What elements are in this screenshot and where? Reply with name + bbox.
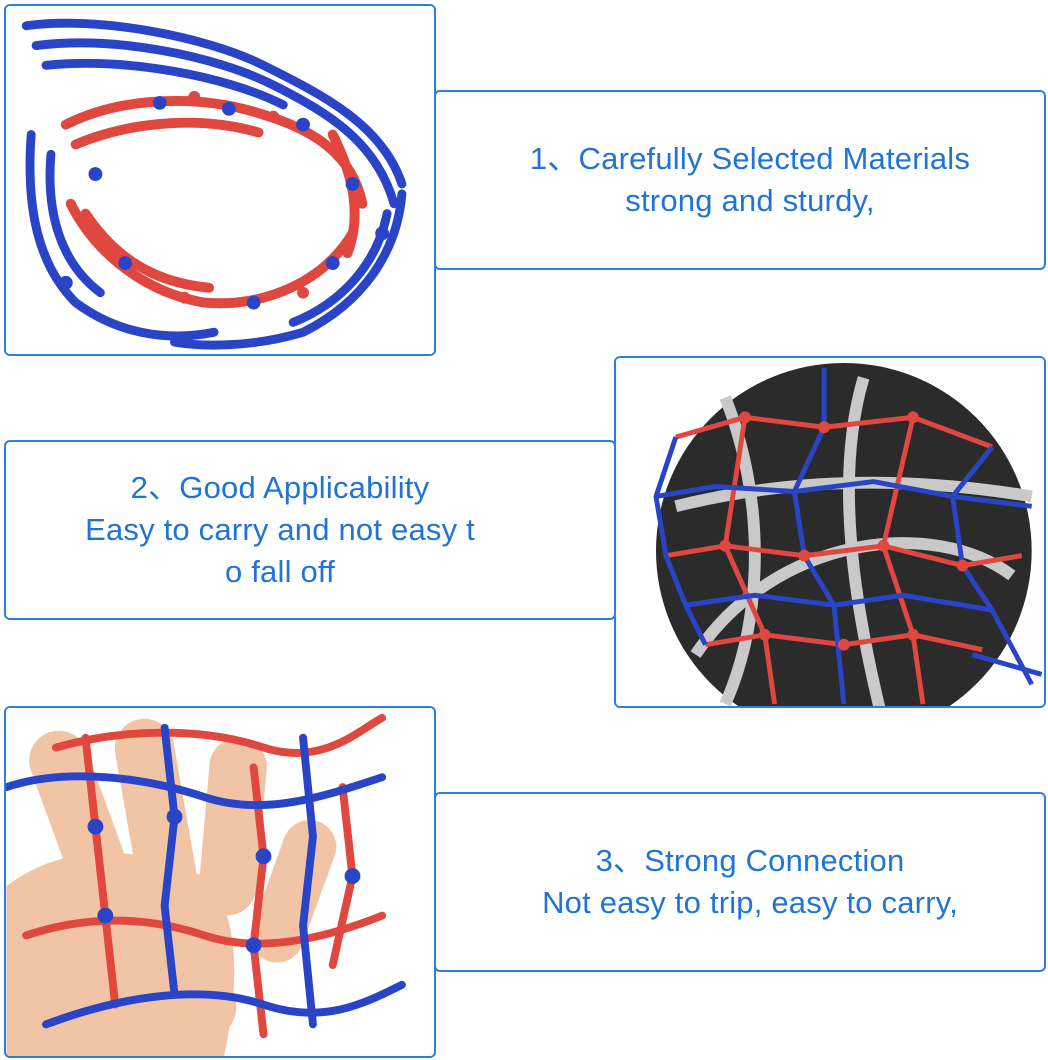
feature-1-title: 1、Carefully Selected Materials (529, 141, 971, 176)
rolled-net-illustration (6, 6, 434, 354)
basketball-in-net-illustration (616, 358, 1044, 706)
feature-2-line-2: o fall off (224, 554, 335, 589)
feature-1-panel: 1、Carefully Selected Materials strong an… (434, 90, 1046, 270)
hand-net-photo (4, 706, 436, 1058)
rolled-net-photo (4, 4, 436, 356)
feature-1-line-1: strong and sturdy, (625, 183, 875, 218)
basketball-net-photo (614, 356, 1046, 708)
feature-2-title: 2、Good Applicability (130, 470, 430, 505)
feature-2-line-1: Easy to carry and not easy t (85, 512, 475, 547)
feature-3-line-1: Not easy to trip, easy to carry, (542, 885, 958, 920)
feature-3-panel: 3、Strong Connection Not easy to trip, ea… (434, 792, 1046, 972)
feature-2-panel: 2、Good Applicability Easy to carry and n… (4, 440, 616, 620)
hand-holding-net-illustration (6, 708, 434, 1056)
feature-3-title: 3、Strong Connection (595, 843, 905, 878)
